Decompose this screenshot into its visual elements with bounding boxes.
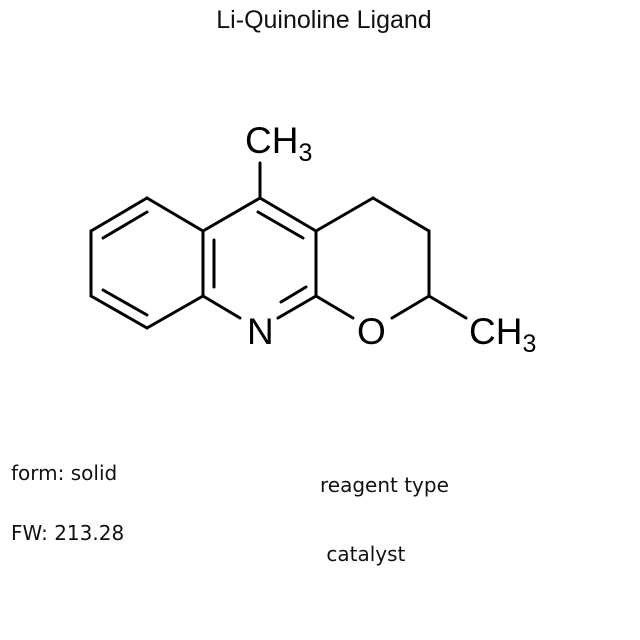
reagent-type-value: catalyst [320, 542, 406, 566]
bonds [89, 161, 468, 330]
atom-label-right-methyl: CH3 [469, 311, 536, 358]
reagent-type-label: reagent type [320, 473, 449, 497]
reagent-block: reagent type catalyst [320, 428, 449, 589]
atom-label-top-methyl: CH3 [245, 120, 312, 167]
atom-label-oxygen: O [357, 311, 386, 352]
formula-weight-text: FW: 213.28 [11, 521, 125, 545]
atom-label-nitrogen: N [247, 311, 274, 352]
form-text: form: solid [11, 461, 118, 485]
page-title: Li-Quinoline Ligand [216, 6, 432, 34]
properties-block: form: solid FW: 213.28 [11, 423, 124, 563]
